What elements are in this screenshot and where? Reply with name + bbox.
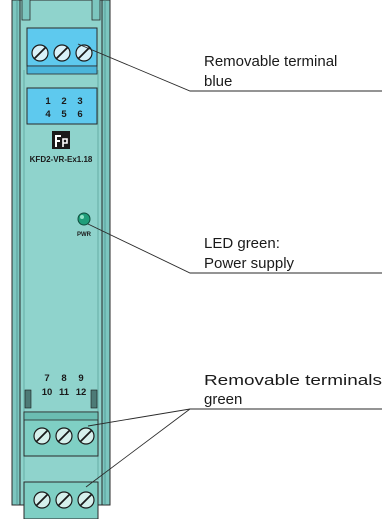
terminal-number: 8 <box>61 373 66 384</box>
terminal-number: 7 <box>44 373 49 384</box>
pf-logo-icon <box>52 131 70 149</box>
terminal-number: 9 <box>78 373 83 384</box>
callout-led-line1: LED green: <box>204 235 280 252</box>
terminal-number: 2 <box>61 96 66 107</box>
terminal-block-blue: 1 2 3 4 5 6 <box>26 27 98 125</box>
callout-blue-line2: blue <box>204 73 232 90</box>
terminal-block-green-upper <box>23 411 99 457</box>
screw-icon <box>77 491 95 509</box>
screw-icon <box>55 491 73 509</box>
callout-green-line2: green <box>204 391 242 408</box>
terminal-clip <box>24 389 98 409</box>
leader-line-green-upper <box>87 408 382 427</box>
terminal-number: 3 <box>77 96 82 107</box>
terminal-number: 12 <box>76 387 87 398</box>
model-label: KFD2-VR-Ex1.18 <box>30 155 93 164</box>
terminal-number: 1 <box>45 96 51 107</box>
screw-icon <box>75 44 93 62</box>
callout-blue-line1: Removable terminal <box>204 53 337 70</box>
screw-icon <box>53 44 71 62</box>
screw-icon <box>55 427 73 445</box>
screw-icon <box>77 427 95 445</box>
screw-icon <box>31 44 49 62</box>
terminal-number: 6 <box>77 109 82 120</box>
terminal-number: 11 <box>59 387 70 398</box>
terminal-number: 4 <box>45 109 51 120</box>
screw-icon <box>33 491 51 509</box>
terminal-number: 5 <box>61 109 67 120</box>
callout-green-line1: Removable terminals <box>204 372 382 389</box>
terminal-number: 10 <box>42 387 53 398</box>
leader-line-green-lower <box>85 408 191 488</box>
callout-led-line2: Power supply <box>204 255 295 272</box>
leader-line-led <box>87 223 382 274</box>
led-indicator <box>77 212 91 226</box>
screw-icon <box>33 427 51 445</box>
terminal-block-green-lower <box>23 481 99 519</box>
terminal-numbers-bottom: 7 8 9 10 11 12 <box>42 373 87 398</box>
leader-lines <box>77 43 382 488</box>
leader-line-blue <box>77 43 382 92</box>
led-label: PWR <box>77 232 92 238</box>
